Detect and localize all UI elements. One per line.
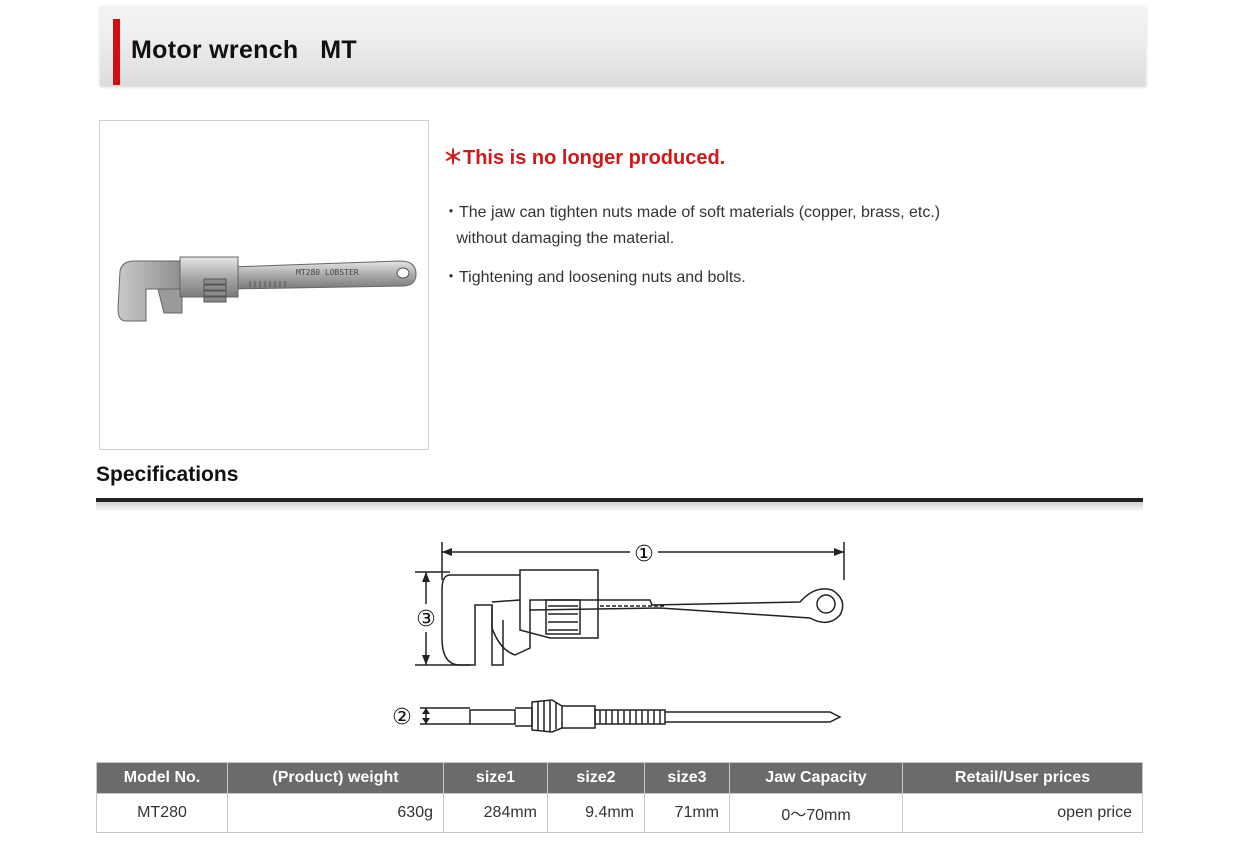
column-header: Model No. — [96, 762, 228, 794]
discontinued-notice: ＊This is no longer produced. — [443, 147, 726, 169]
svg-text:MT280 LOBSTER: MT280 LOBSTER — [296, 268, 359, 277]
dimension-label-2: ② — [392, 705, 412, 730]
column-header: size2 — [547, 762, 645, 794]
description-line: ・The jaw can tighten nuts made of soft m… — [443, 204, 941, 221]
title-banner: Motor wrench MT — [100, 6, 1146, 86]
description-line: ・Tightening and loosening nuts and bolts… — [443, 269, 746, 286]
cell-price: open price — [902, 793, 1143, 833]
cell-model-no: MT280 — [96, 793, 228, 833]
dimension-label-3: ③ — [416, 607, 436, 632]
specifications-heading: Specifications — [96, 463, 239, 486]
column-header: Retail/User prices — [902, 762, 1143, 794]
cell-size3: 71mm — [644, 793, 730, 833]
cell-jaw-capacity: 0〜70mm — [729, 793, 903, 833]
column-header: (Product) weight — [227, 762, 444, 794]
wrench-photo-image: MT280 LOBSTER — [117, 256, 417, 322]
specifications-table: Model No. (Product) weight size1 size2 s… — [96, 762, 1143, 833]
specifications-divider-shadow — [96, 502, 1143, 512]
title-accent-bar — [113, 19, 120, 85]
dimension-diagram: ① ③ ② — [392, 538, 845, 733]
page-title: Motor wrench MT — [131, 36, 357, 64]
description-line: without damaging the material. — [443, 230, 675, 247]
specifications-divider — [96, 498, 1143, 502]
cell-weight: 630g — [227, 793, 444, 833]
table-row: MT280 630g 284mm 9.4mm 71mm 0〜70mm open … — [96, 793, 1143, 833]
cell-size2: 9.4mm — [547, 793, 645, 833]
column-header: size3 — [644, 762, 730, 794]
product-photo: MT280 LOBSTER — [99, 120, 429, 450]
column-header: size1 — [443, 762, 548, 794]
column-header: Jaw Capacity — [729, 762, 903, 794]
table-header-row: Model No. (Product) weight size1 size2 s… — [96, 762, 1143, 794]
dimension-label-1: ① — [634, 542, 654, 567]
cell-size1: 284mm — [443, 793, 548, 833]
